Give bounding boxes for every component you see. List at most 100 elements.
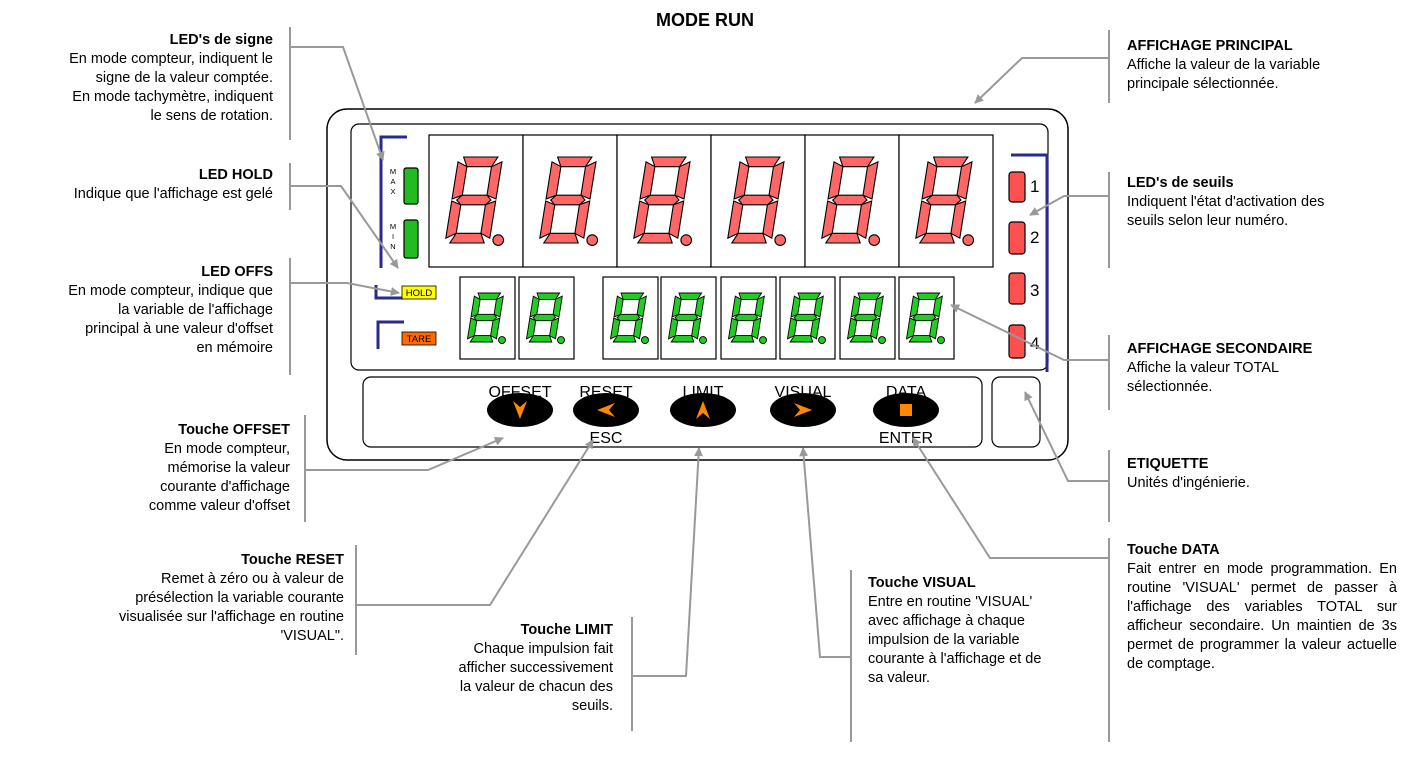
main-display [428,134,994,268]
annotation-body: Entre en routine 'VISUAL' avec affichage… [868,594,1042,686]
annotation-title: ETIQUETTE [1127,456,1209,472]
digit-segment [751,317,762,340]
annotation-title: Touche VISUAL [868,575,976,591]
digit-segment [612,335,637,343]
annotation-body: Affiche la valeur TOTAL sélectionnée. [1127,360,1280,395]
digit-segment [908,335,933,343]
digit-segment [609,317,621,340]
annotation-touche-visual: Touche VISUAL Entre en routine 'VISUAL' … [868,574,1098,688]
digit-segment [613,295,624,318]
digit-segment [552,295,563,318]
decimal-point [878,336,886,345]
digit-segment [810,317,821,340]
leader-touche-offset [304,415,504,471]
annotation-title: AFFICHAGE SECONDAIRE [1127,341,1313,357]
digit-segment [790,295,801,318]
annotation-title: LED OFFS [201,264,273,280]
key-top-label: DATA [886,384,927,401]
key-data-button[interactable]: DATA ENTER [873,384,939,447]
digit-segment [850,295,861,318]
key-bottom-label: ENTER [879,430,933,447]
digit-segment [905,317,917,340]
digit-segment [633,317,644,340]
digit-segment [525,317,537,340]
leader-touche-data [912,437,1110,559]
digit-segment [545,160,562,200]
decimal-point [498,336,506,345]
digit-segment [950,200,967,240]
leader-led-signe [289,27,385,161]
leader-etiquette [1024,391,1110,482]
digit-segment [727,317,739,340]
led-max [403,167,419,205]
digit-segment [827,160,844,200]
digit-segment [674,313,699,322]
digit-segment [737,194,774,206]
digit-segment [462,156,499,168]
leader-affichage-secondaire [950,304,1110,361]
label-window [991,376,1041,448]
digit-segment [678,292,703,300]
digit-segment [643,194,680,206]
key-limit-button[interactable]: LIMIT [670,384,736,427]
digit-segment [921,160,938,200]
decimal-point [962,234,975,246]
threshold-bracket [1011,153,1049,372]
digit-segment [556,156,593,168]
digit-segment [486,160,503,200]
digit-segment [821,200,838,240]
digit-segment [929,317,940,340]
threshold-label-1: 1 [1030,177,1039,196]
threshold-led-2 [1008,221,1026,255]
annotation-title: LED's de seuils [1127,175,1234,191]
digit-segment [734,313,759,322]
secondary-display [459,276,955,360]
digit-segment [620,292,645,300]
leader-lines [289,27,1110,742]
key-visual-button[interactable]: VISUAL [770,384,836,427]
digit-segment [455,194,492,206]
key-offset-button[interactable]: OFFSET [487,384,553,427]
digit-segment [549,317,560,340]
annotation-body: Remet à zéro ou à valeur de présélection… [119,571,344,644]
digit-segment [532,313,557,322]
digit-segment [470,295,481,318]
arrow-down-icon [513,401,527,419]
decimal-point [641,336,649,345]
digit-segment [639,160,656,200]
digit-segment [733,160,750,200]
decimal-point [774,234,787,246]
arrow-up-icon [696,401,710,419]
digit-segment [916,292,941,300]
digit-segment [797,292,822,300]
digit-segment [738,292,763,300]
annotation-body: Indique que l'affichage est gelé [73,186,273,202]
digit-segment [477,292,502,300]
digit-segment [918,232,955,244]
leader-touche-limit [631,447,704,677]
digit-segment [671,295,682,318]
digit-segment [925,194,962,206]
square-icon [900,404,912,416]
digit-segment [448,232,485,244]
decimal-point [492,234,505,246]
annotation-body: En mode compteur, mémorise la valeur cou… [148,441,290,514]
annotation-title: Touche OFFSET [178,422,290,438]
digit-segment [857,292,882,300]
key-bottom-label: ESC [590,430,623,447]
digit-segment [536,292,561,300]
annotation-title: Touche RESET [241,552,344,568]
digit-segment [539,200,556,240]
annotation-body: Chaque impulsion fait afficher successiv… [458,641,613,714]
decimal-point [937,336,945,345]
leader-affichage-principal [974,30,1110,104]
offs-bracket-bottom [376,320,404,349]
digit-segment [490,317,501,340]
annotation-affichage-secondaire: AFFICHAGE SECONDAIRE Affiche la valeur T… [1127,340,1402,397]
leader-touche-reset [355,439,594,606]
tare-label: TARE [407,334,432,345]
hold-led [401,285,437,300]
